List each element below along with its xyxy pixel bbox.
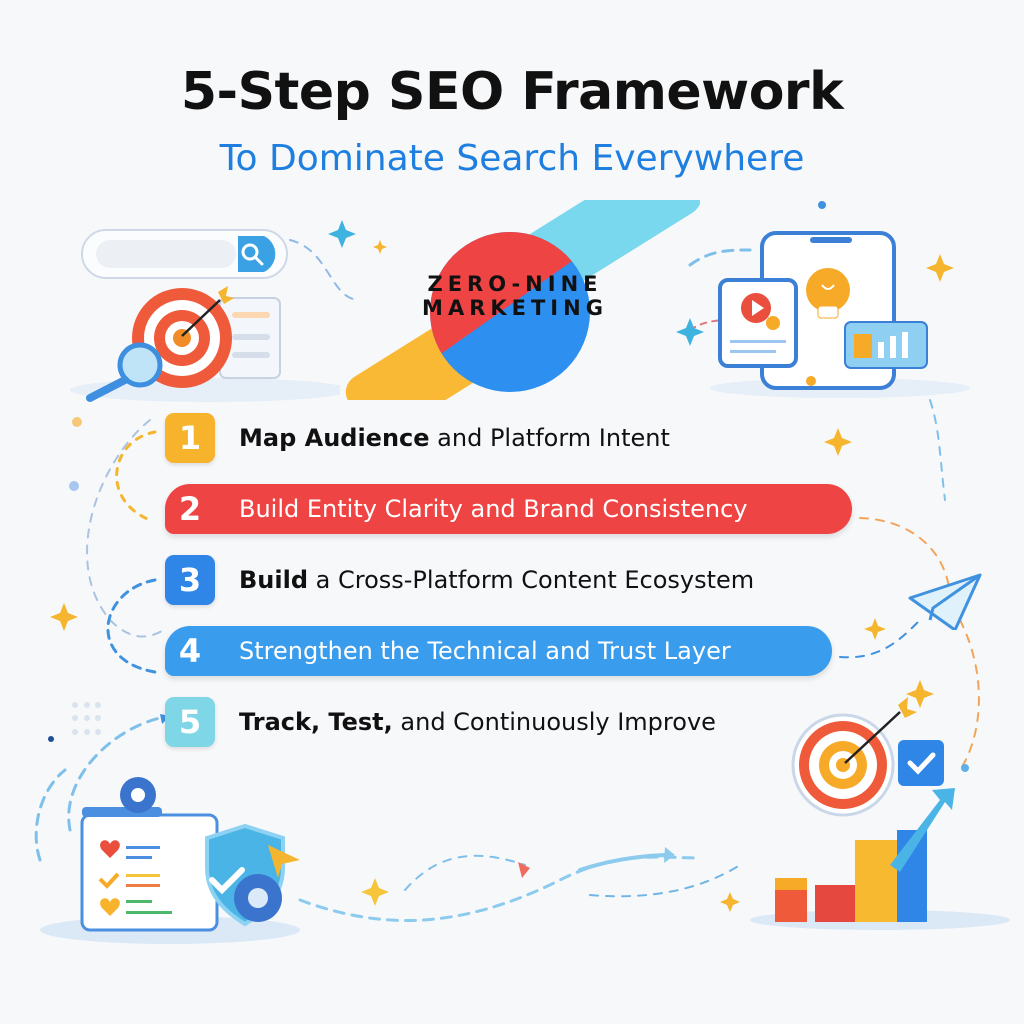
paper-plane-icon (908, 573, 982, 630)
step-1-rest: and Platform Intent (429, 424, 670, 452)
search-target-illustration (60, 210, 350, 410)
step-1-badge: 1 (165, 413, 215, 463)
brand-logo: ZERO-NINE MARKETING (330, 152, 702, 438)
step-2: 2 Build Entity Clarity and Brand Consist… (165, 484, 852, 534)
growth-target-illustration (740, 690, 1010, 940)
step-5-rest: and Continuously Improve (392, 708, 716, 736)
play-icon (741, 293, 771, 323)
step-4-text: Strengthen the Technical and Trust Layer (239, 637, 731, 665)
magnifier-icon (86, 342, 163, 402)
step-5-bold: Track, Test, (239, 708, 393, 736)
logo-line-1: ZERO-NINE (427, 272, 603, 296)
step-1-bold: Map Audience (239, 424, 430, 452)
step-3-rest: a Cross-Platform Content Ecosystem (308, 566, 755, 594)
page-title: 5-Step SEO Framework (180, 62, 844, 122)
checklist-shield-illustration (20, 760, 340, 960)
lightbulb-icon (806, 268, 850, 319)
step-5: 5 Track, Test, and Continuously Improve (165, 697, 716, 747)
bar-chart-icon (844, 321, 928, 369)
gear-icon (120, 777, 156, 813)
bar-chart-icon (775, 830, 927, 922)
step-2-badge: 2 (178, 490, 202, 528)
step-3: 3 Build a Cross-Platform Content Ecosyst… (165, 555, 754, 605)
step-4-badge: 4 (178, 632, 202, 670)
page-subtitle: To Dominate Search Everywhere (219, 138, 805, 179)
logo-shapes (345, 152, 702, 438)
step-3-badge: 3 (165, 555, 215, 605)
gear-icon (234, 874, 282, 922)
checkbox-icon (898, 740, 944, 786)
step-3-bold: Build (239, 566, 309, 594)
step-3-text: Build a Cross-Platform Content Ecosystem (239, 566, 754, 594)
step-1-text: Map Audience and Platform Intent (239, 424, 670, 452)
step-4: 4 Strengthen the Technical and Trust Lay… (165, 626, 832, 676)
step-5-text: Track, Test, and Continuously Improve (239, 708, 716, 736)
step-1: 1 Map Audience and Platform Intent (165, 413, 670, 463)
step-2-text: Build Entity Clarity and Brand Consisten… (239, 495, 748, 523)
step-5-badge: 5 (165, 697, 215, 747)
target-icon (791, 697, 917, 817)
search-icon (241, 243, 264, 266)
devices-illustration (690, 200, 980, 400)
logo-line-2: MARKETING (422, 296, 608, 320)
